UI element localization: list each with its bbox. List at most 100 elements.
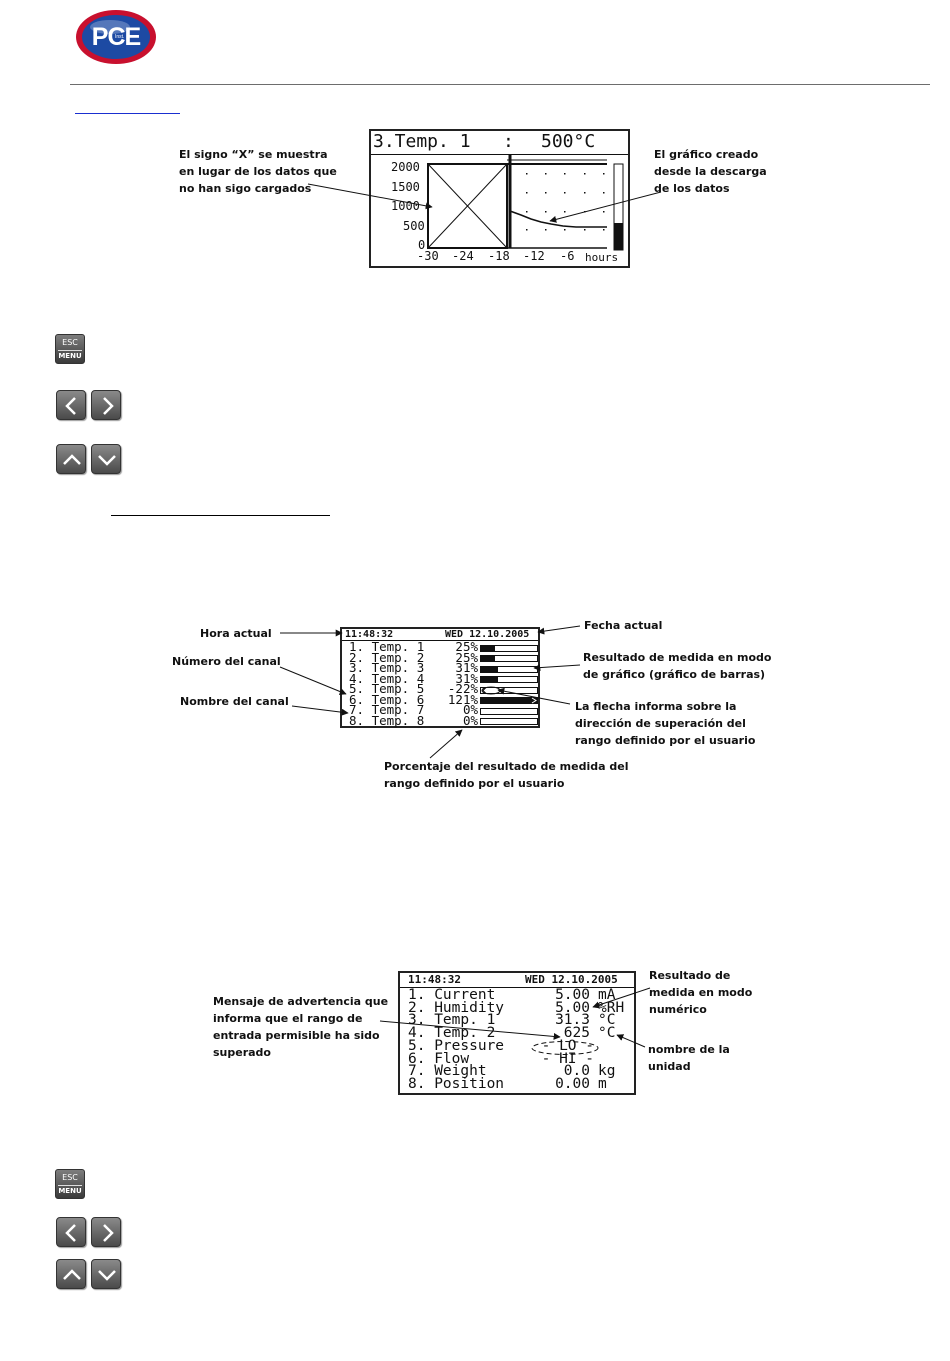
bar-row-percent: 25%	[455, 639, 478, 654]
graph-header-value: 500°C	[541, 131, 596, 152]
x-tick-6: -6	[560, 249, 575, 263]
percentage-bar	[480, 707, 538, 715]
bar-row-label: 5. Temp. 5	[349, 681, 425, 696]
numeric-lcd-screen: 11:48:32 WED 12.10.2005 1. Current 2. Hu…	[398, 971, 636, 1095]
down-arrow-key[interactable]	[91, 444, 121, 474]
numeric-row-value: 625	[563, 1025, 590, 1042]
x-tick-12: -12	[523, 249, 545, 263]
chevron-down-icon	[98, 455, 116, 466]
annotation-nombre-unidad: nombre de la unidad	[648, 1043, 730, 1073]
numeric-row-label: 2. Humidity	[408, 999, 505, 1016]
esc-key-label: ESC	[62, 338, 78, 347]
numeric-row-unit: kg	[598, 1063, 616, 1080]
bar-row-percent: 121%	[447, 691, 478, 707]
menu-key-label: MENU	[58, 1185, 82, 1195]
numeric-row-unit: m	[598, 1075, 607, 1092]
up-arrow-key[interactable]	[56, 444, 86, 474]
esc-menu-key[interactable]: ESC MENU	[55, 334, 85, 364]
bar-row-label: 1. Temp. 1	[349, 639, 425, 654]
chevron-right-icon	[103, 397, 114, 415]
chevron-right-icon	[103, 1224, 114, 1242]
esc-key-label: ESC	[62, 1173, 78, 1182]
left-arrow-key[interactable]	[56, 1217, 86, 1247]
numeric-row-unit: %RH	[598, 999, 625, 1016]
percentage-bar-fill	[481, 645, 495, 651]
numeric-screen-time: 11:48:32	[408, 973, 461, 986]
numeric-row-value: 0.00	[555, 1075, 590, 1092]
numeric-row-label: 5. Pressure	[408, 1037, 505, 1054]
numeric-annotation-arrows	[379, 987, 651, 1048]
y-tick-1500: 1500	[391, 180, 420, 194]
bar-row-label: 4. Temp. 4	[349, 670, 425, 686]
x-tick-24: -24	[452, 249, 474, 263]
numeric-row-label: 4. Temp. 2	[408, 1025, 496, 1042]
bar-row-label: 6. Temp. 6	[349, 691, 425, 707]
numeric-screen-header-line	[400, 987, 634, 988]
bar-row-percent: 25%	[455, 649, 478, 665]
x-unit-label: hours	[585, 251, 619, 264]
chevron-up-icon	[63, 1269, 81, 1280]
right-arrow-key[interactable]	[91, 1217, 121, 1247]
numeric-row-label: 8. Position	[408, 1075, 505, 1092]
bar-screen-time: 11:48:32	[345, 629, 394, 640]
y-tick-500: 500	[403, 219, 425, 233]
annotation-hora-actual: Hora actual	[200, 627, 272, 640]
y-tick-2000: 2000	[391, 160, 420, 174]
numeric-row-value: 5.00	[555, 999, 590, 1016]
numeric-row-value: - LO -	[541, 1037, 594, 1054]
annotation-porcentaje: Porcentaje del resultado de medida del r…	[384, 760, 629, 790]
left-arrow-key[interactable]	[56, 390, 86, 420]
section-heading-underline	[111, 515, 330, 516]
over-range-arrow-icon	[531, 697, 537, 704]
percentage-bar	[480, 718, 538, 725]
y-tick-0: 0	[418, 238, 426, 252]
annotation-graph-created: El gráfico creado desde la descarga de l…	[654, 148, 767, 195]
numeric-row-value: 0.0	[563, 1063, 590, 1080]
bar-row-label: 2. Temp. 2	[349, 649, 425, 665]
bar-screen-date: WED 12.10.2005	[445, 629, 530, 640]
heading-link-underline[interactable]	[75, 113, 180, 114]
esc-menu-key[interactable]: ESC MENU	[55, 1169, 85, 1199]
numeric-row-value: 5.00	[555, 987, 590, 1003]
bar-row-label: 8. Temp. 8	[349, 712, 425, 728]
bar-row-percent: 31%	[455, 660, 478, 675]
bar-row-percent: 0%	[462, 702, 478, 717]
header-divider	[70, 84, 930, 85]
bar-row-label: 7. Temp. 7	[349, 702, 425, 717]
annotation-mensaje-advertencia: Mensaje de advertencia que informa que e…	[213, 995, 389, 1059]
right-arrow-key[interactable]	[91, 390, 121, 420]
numeric-screen-date: WED 12.10.2005	[525, 973, 618, 986]
bar-row-label: 3. Temp. 3	[349, 660, 425, 675]
graph-header-title: 3.Temp. 1 :	[373, 131, 514, 152]
bar-annotation-arrows	[279, 625, 581, 759]
bar-row-percent: -22%	[447, 681, 478, 696]
logo-text: PCE	[91, 23, 141, 51]
annotation-nombre-canal: Nombre del canal	[180, 695, 289, 708]
numeric-row-unit: °C	[598, 1025, 616, 1042]
chevron-up-icon	[63, 454, 81, 465]
graph-header-underline	[371, 154, 628, 155]
down-arrow-key[interactable]	[91, 1259, 121, 1289]
up-arrow-key[interactable]	[56, 1259, 86, 1289]
percentage-bar-fill	[481, 677, 499, 682]
numeric-row-unit: °C	[598, 1012, 616, 1029]
graph-annotation-arrows	[307, 183, 662, 223]
numeric-row-value: 31.3	[555, 1012, 590, 1029]
percentage-bar	[480, 676, 538, 683]
warning-highlight-ellipse	[531, 1041, 599, 1055]
percentage-bar-fill	[481, 666, 499, 672]
x-tick-18: -18	[488, 249, 510, 263]
percentage-bar	[480, 644, 538, 652]
bar-row-percent: 0%	[462, 712, 478, 728]
graph-plot-area	[427, 154, 624, 251]
percentage-bar	[480, 686, 538, 694]
x-tick-30: -30	[417, 249, 439, 263]
pce-logo: PCE Inst.	[75, 9, 157, 65]
percentage-bar-fill	[481, 698, 537, 703]
annotation-flecha: La flecha informa sobre la dirección de …	[575, 700, 756, 747]
bar-lcd-screen: 11:48:32 WED 12.10.2005 1. Temp. 1 2. Te…	[340, 627, 540, 728]
y-tick-1000: 1000	[391, 199, 420, 213]
chevron-left-icon	[65, 397, 76, 415]
chevron-left-icon	[65, 1224, 76, 1242]
annotation-resultado-numerico: Resultado de medida en modo numérico	[649, 969, 753, 1016]
